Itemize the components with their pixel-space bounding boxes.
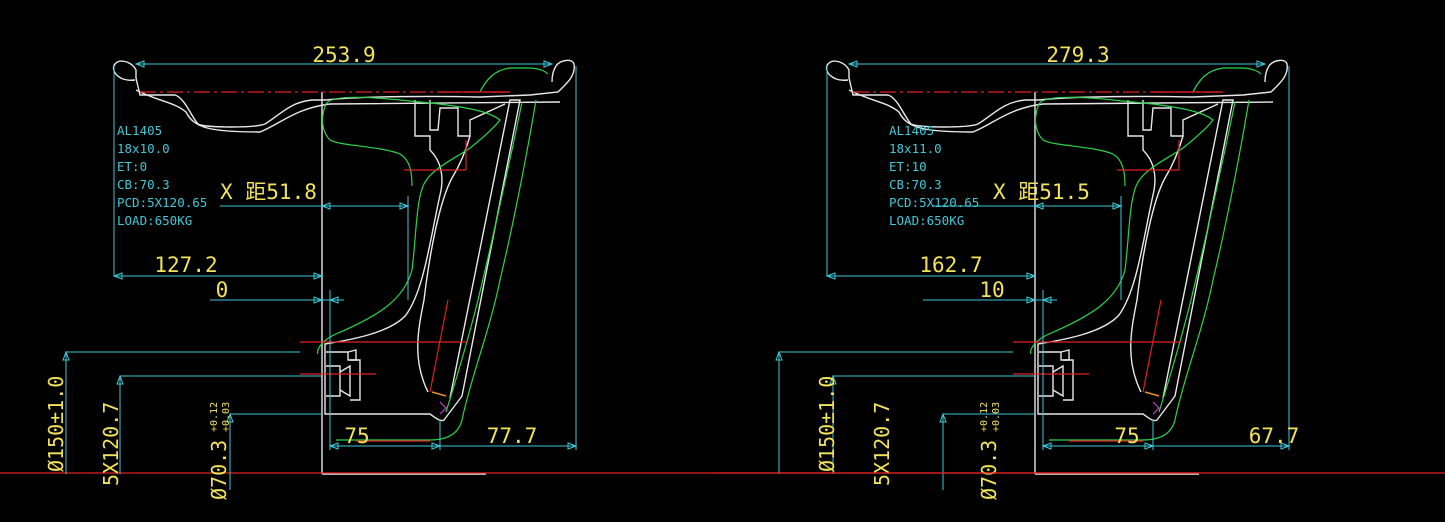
spec-size: 18x10.0	[117, 141, 170, 156]
spec-et: ET:10	[889, 159, 927, 174]
rim-edge-dim: 77.7	[487, 424, 538, 448]
spec-load: LOAD:650KG	[889, 213, 964, 228]
overall-width-dim: 253.9	[312, 43, 375, 67]
cb-dim: Ø70.3	[977, 440, 1001, 500]
spec-model: AL1405	[117, 123, 162, 138]
spec-pcd: PCD:5X120.65	[889, 195, 979, 210]
wheel-section-panel-2: 279.3 AL1405 18x11.0 ET:10 CB:70.3 PCD:5…	[712, 43, 1300, 500]
wheel-section-panel-1: 253.9 AL1405 18x10.0 ET:0 CB:70.3 PCD:5X…	[0, 43, 577, 500]
spec-cb: CB:70.3	[117, 177, 170, 192]
spec-size: 18x11.0	[889, 141, 942, 156]
spec-et: ET:0	[117, 159, 147, 174]
cb-tol-lower: +0.03	[991, 402, 1002, 432]
pcd-dim: 5X120.7	[870, 402, 894, 486]
bore-150-dim: Ø150±1.0	[815, 376, 839, 472]
overall-width-dim: 279.3	[1046, 43, 1109, 67]
offset-dim: 10	[979, 278, 1004, 302]
hub-depth-dim: 75	[344, 424, 369, 448]
spec-block: AL1405 18x11.0 ET:10 CB:70.3 PCD:5X120.6…	[889, 123, 979, 228]
cb-dim: Ø70.3	[207, 440, 231, 500]
cb-tol-lower: +0.03	[221, 402, 232, 432]
backspacing-dim: 162.7	[919, 253, 982, 277]
backspacing-dim: 127.2	[154, 253, 217, 277]
spec-block: AL1405 18x10.0 ET:0 CB:70.3 PCD:5X120.65…	[117, 123, 207, 228]
spec-pcd: PCD:5X120.65	[117, 195, 207, 210]
x-distance-dim: X 距51.8	[220, 180, 317, 204]
hub-depth-dim: 75	[1114, 424, 1139, 448]
spec-load: LOAD:650KG	[117, 213, 192, 228]
bore-150-dim: Ø150±1.0	[44, 376, 68, 472]
rim-edge-dim: 67.7	[1249, 424, 1300, 448]
cb-tol-upper: +0.12	[979, 402, 990, 432]
spec-cb: CB:70.3	[889, 177, 942, 192]
x-distance-dim: X 距51.5	[993, 180, 1090, 204]
spec-model: AL1405	[889, 123, 934, 138]
pcd-dim: 5X120.7	[99, 402, 123, 486]
offset-dim: 0	[216, 278, 229, 302]
cb-tol-upper: +0.12	[209, 402, 220, 432]
